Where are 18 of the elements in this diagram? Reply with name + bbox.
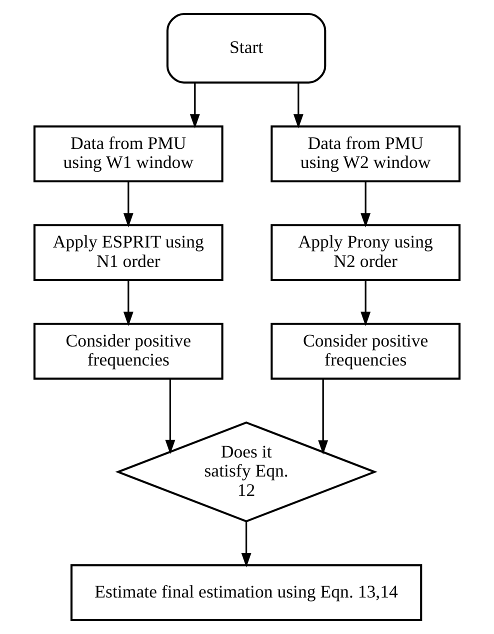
arrow [293, 82, 304, 128]
node-box: Data from PMU using W1 window [33, 125, 224, 182]
arrow [123, 280, 134, 326]
node-box: Apply Prony using N2 order [270, 224, 461, 281]
arrow [123, 181, 134, 228]
arrow [190, 82, 200, 128]
arrow [360, 280, 371, 326]
node-box: Consider positive frequencies [33, 322, 224, 380]
node-box: Consider positive frequencies [270, 322, 461, 380]
node-diamond: Does it satisfy Eqn. 12 [115, 421, 378, 522]
arrow [318, 379, 328, 454]
node-box: Estimate final estimation using Eqn. 13,14 [70, 564, 422, 622]
node-box: Apply ESPRIT using N1 order [33, 224, 224, 281]
arrow [165, 379, 176, 454]
arrow [241, 521, 252, 568]
node-box: Start [166, 12, 326, 84]
arrow [360, 181, 371, 228]
node-box: Data from PMU using W2 window [270, 125, 461, 182]
